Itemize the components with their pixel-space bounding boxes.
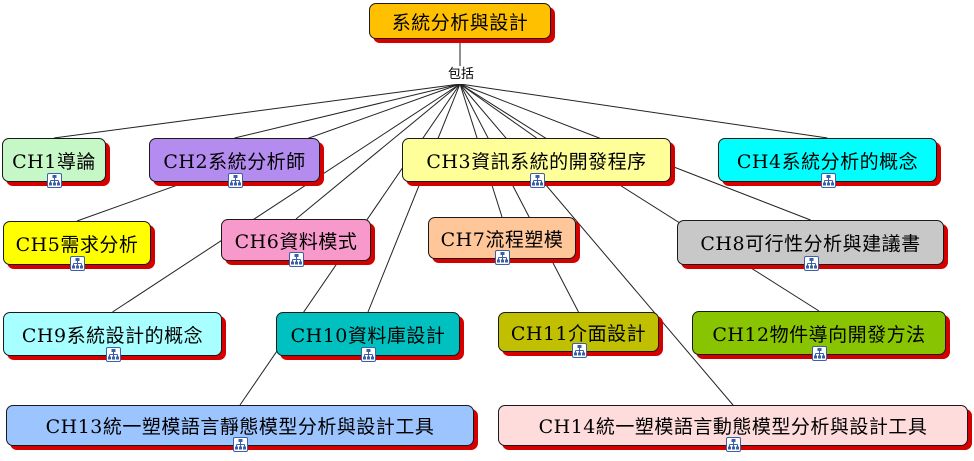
ch3-submap-icon[interactable] <box>529 173 545 188</box>
ch9-label: CH9系統設計的概念 <box>21 324 204 347</box>
ch6-submap-icon[interactable] <box>289 252 304 267</box>
ch13-label: CH13統一塑模語言靜態模型分析與設計工具 <box>45 416 435 438</box>
ch10-label: CH10資料庫設計 <box>290 324 446 347</box>
ch1-submap-icon[interactable] <box>47 173 62 188</box>
ch11-submap-icon[interactable] <box>571 343 587 358</box>
ch13-submap-icon[interactable] <box>233 437 248 452</box>
ch10-node[interactable]: CH10資料庫設計 <box>276 312 460 356</box>
ch4-link-line <box>459 83 828 139</box>
ch7-label: CH7流程塑模 <box>440 228 564 251</box>
ch5-submap-icon[interactable] <box>70 256 85 271</box>
ch2-link-line <box>234 83 461 139</box>
ch11-label: CH11介面設計 <box>510 322 647 345</box>
ch9-submap-icon[interactable] <box>105 347 121 362</box>
ch2-label: CH2系統分析師 <box>163 150 306 173</box>
ch11-link-line <box>459 83 579 313</box>
ch4-submap-icon[interactable] <box>820 173 836 188</box>
ch7-node[interactable]: CH7流程塑模 <box>428 217 576 259</box>
ch2-submap-icon[interactable] <box>227 173 243 188</box>
ch12-submap-icon[interactable] <box>812 346 827 361</box>
ch14-label: CH14統一塑模語言動態模型分析與設計工具 <box>538 416 928 438</box>
ch9-link-line <box>112 83 461 313</box>
ch3-link-line <box>459 83 537 139</box>
root-label: 系統分析與設計 <box>391 11 529 34</box>
ch4-label: CH4系統分析的概念 <box>736 150 919 173</box>
ch8-label: CH8可行性分析與建議書 <box>700 233 921 255</box>
ch1-label: CH1導論 <box>12 150 96 173</box>
ch14-submap-icon[interactable] <box>726 437 741 452</box>
root-node[interactable]: 系統分析與設計 <box>369 3 551 39</box>
ch3-label: CH3資訊系統的開發程序 <box>426 150 647 173</box>
ch12-link-line <box>459 83 820 312</box>
ch6-link-line <box>295 83 461 220</box>
ch14-link-line <box>459 83 734 406</box>
ch10-submap-icon[interactable] <box>361 347 376 362</box>
ch1-link-line <box>53 83 461 139</box>
connector-label: 包括 <box>444 66 478 84</box>
ch12-label: CH12物件導向開發方法 <box>712 323 926 346</box>
ch6-label: CH6資料模式 <box>234 230 358 253</box>
ch10-link-line <box>367 83 461 313</box>
ch8-submap-icon[interactable] <box>803 256 819 271</box>
ch5-label: CH5需求分析 <box>15 233 139 256</box>
ch7-submap-icon[interactable] <box>495 250 510 265</box>
